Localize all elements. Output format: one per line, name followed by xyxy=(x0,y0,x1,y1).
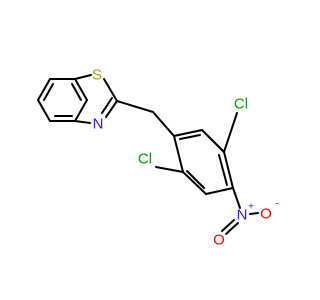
methylene-bond xyxy=(152,111,175,137)
bond xyxy=(37,99,51,122)
bond xyxy=(74,74,92,80)
bond xyxy=(173,135,184,173)
methylene-bond xyxy=(116,100,154,113)
bond xyxy=(182,171,207,195)
chlorine-label-top: Cl xyxy=(234,96,248,113)
bond xyxy=(173,129,203,137)
nitro-nitrogen-charge: + xyxy=(248,202,254,213)
oxygen-charge: - xyxy=(275,199,278,210)
bond xyxy=(74,78,88,101)
bond xyxy=(37,78,51,101)
double-bond xyxy=(218,154,228,186)
molecule-structure: S N Cl Cl N + O O - xyxy=(37,67,279,249)
cl-bond-top xyxy=(223,112,238,153)
n-o-double-bond xyxy=(225,222,239,235)
benzo-ring xyxy=(37,78,88,122)
bond xyxy=(74,99,88,122)
thiazole-nitrogen-label: N xyxy=(93,116,104,133)
chlorine-label-bottom: Cl xyxy=(138,151,152,168)
n-o-bond xyxy=(221,219,235,232)
bond xyxy=(105,100,118,118)
nitro-bond xyxy=(232,187,241,209)
cl-bond-bottom xyxy=(155,166,184,173)
double-bond xyxy=(101,97,113,114)
bond xyxy=(74,120,91,124)
bond xyxy=(103,78,118,102)
phenyl-ring xyxy=(173,129,234,195)
double-bond xyxy=(186,170,205,189)
double-bond xyxy=(71,83,82,101)
bond xyxy=(201,129,225,153)
oxygen-label-right: O xyxy=(260,206,272,223)
bond xyxy=(205,187,234,195)
double-bond xyxy=(179,134,201,140)
double-bond xyxy=(43,83,54,101)
thiazole-ring xyxy=(74,74,118,124)
sulfur-label: S xyxy=(92,67,102,84)
nitro-nitrogen-label: N xyxy=(237,207,248,224)
oxygen-label-left: O xyxy=(213,232,225,249)
n-o-bond xyxy=(249,212,259,215)
bond xyxy=(223,151,234,189)
